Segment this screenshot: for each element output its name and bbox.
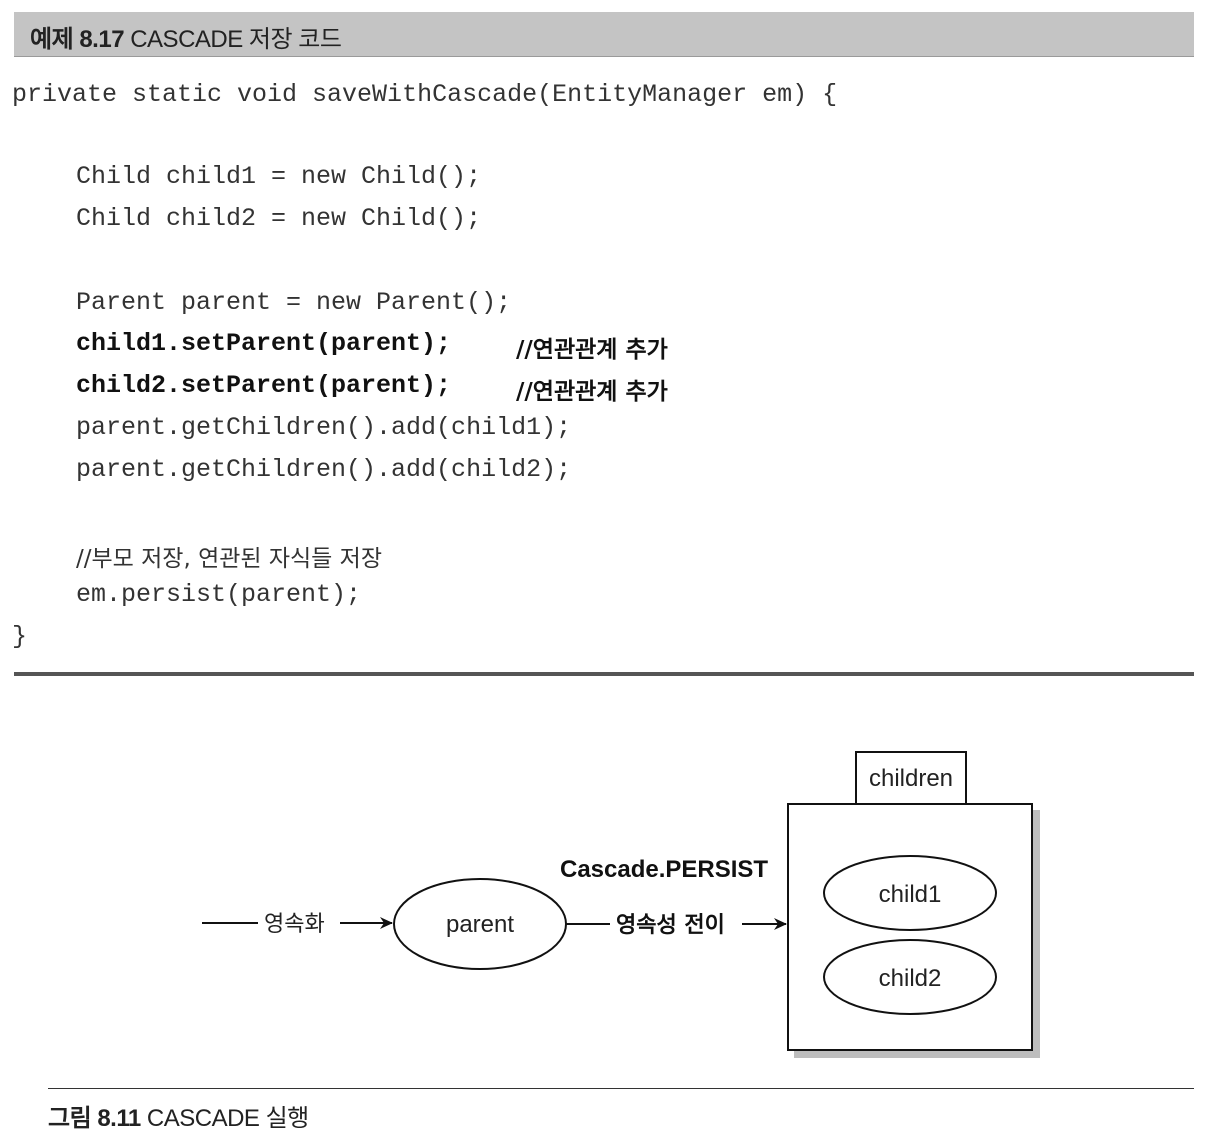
child1-entity	[823, 855, 997, 931]
code-line: }	[12, 622, 28, 651]
code-line: Parent parent = new Parent();	[76, 288, 512, 317]
child2-entity	[823, 939, 997, 1015]
caption-divider	[48, 1088, 1194, 1089]
figure-number: 그림 8.11	[48, 1105, 141, 1132]
figure-caption: 그림 8.11 CASCADE 실행	[48, 1098, 309, 1133]
example-title-text: CASCADE 저장 코드	[130, 26, 342, 53]
persist-label: 영속화	[264, 912, 325, 937]
code-line: Child child2 = new Child();	[76, 204, 482, 233]
code-line: parent.getChildren().add(child2);	[76, 455, 572, 484]
parent-label: parent	[446, 911, 514, 938]
child1-label: child1	[879, 881, 942, 908]
example-number: 예제 8.17	[30, 26, 125, 53]
code-comment: //연관관계 추가	[516, 337, 668, 363]
code-line: Child child1 = new Child();	[76, 162, 482, 191]
figure-title: CASCADE 실행	[146, 1105, 309, 1132]
code-line: child1.setParent(parent);	[76, 329, 452, 358]
code-line: em.persist(parent);	[76, 580, 362, 609]
cascade-label: Cascade.PERSIST	[560, 856, 768, 883]
code-line: private static void saveWithCascade(Enti…	[12, 80, 838, 109]
children-tab	[855, 751, 967, 805]
code-comment: //부모 저장, 연관된 자식들 저장	[76, 546, 382, 572]
children-tab-label: children	[869, 765, 953, 792]
code-line: parent.getChildren().add(child1);	[76, 413, 572, 442]
code-comment: //연관관계 추가	[516, 379, 668, 405]
child2-label: child2	[879, 965, 942, 992]
section-divider	[14, 672, 1194, 676]
example-header: 예제 8.17 CASCADE 저장 코드	[14, 12, 1194, 57]
code-block: private static void saveWithCascade(Enti…	[0, 0, 837, 651]
code-line: child2.setParent(parent);	[76, 371, 452, 400]
example-title: 예제 8.17 CASCADE 저장 코드	[30, 19, 342, 54]
transfer-label: 영속성 전이	[616, 913, 725, 938]
